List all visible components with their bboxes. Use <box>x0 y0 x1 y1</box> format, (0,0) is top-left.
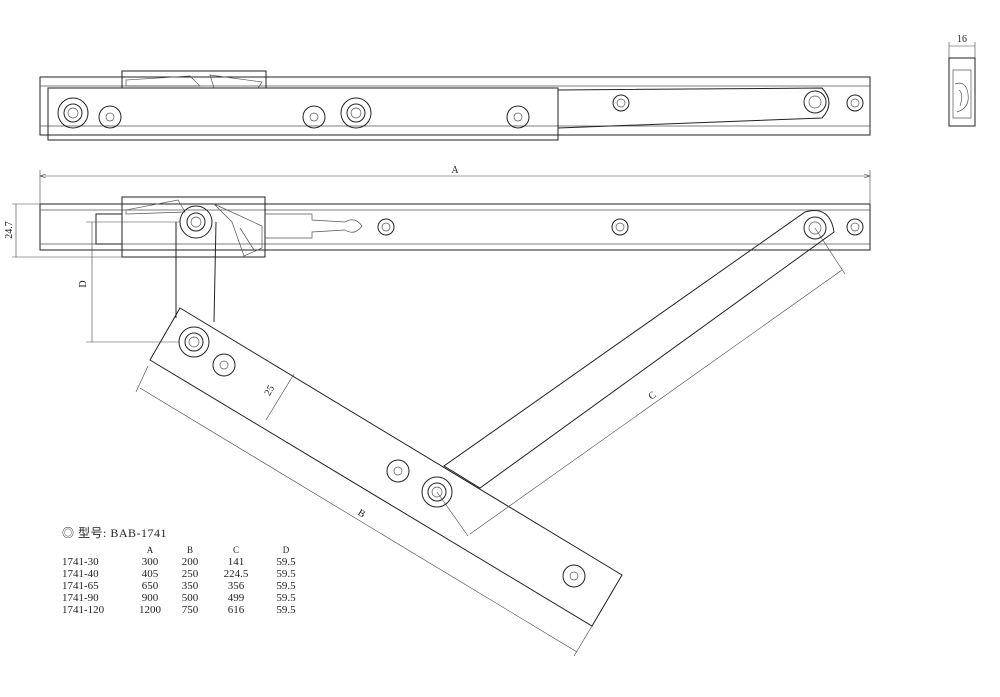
table-row: 1741-65 650 350 356 59.5 <box>62 580 308 592</box>
profile-section-view: 16 <box>948 34 976 127</box>
header-cell-b: B <box>186 545 193 555</box>
cell-model: 1741-90 <box>62 592 99 604</box>
table-row: 1741-30 300 200 141 59.5 <box>62 556 308 568</box>
cell-c: 141 <box>227 556 245 568</box>
dimension-lines: A 24.7 D 25 B C <box>4 165 871 657</box>
cell-d: 59.5 <box>276 556 296 568</box>
header-cell-d: D <box>282 545 290 555</box>
table-row: 1741-90 900 500 499 59.5 <box>62 592 308 604</box>
cell-c: 499 <box>227 592 245 604</box>
header-cell-c: C <box>232 545 239 555</box>
cell-d: 59.5 <box>276 568 296 580</box>
header-cell-model <box>62 545 128 556</box>
cell-model: 1741-65 <box>62 580 99 592</box>
cell-a: 650 <box>141 580 159 592</box>
dim-label-d: D <box>78 280 89 287</box>
cell-model: 1741-40 <box>62 568 99 580</box>
table-row: 1741-40 405 250 224.5 59.5 <box>62 568 308 580</box>
cell-a: 1200 <box>139 604 161 616</box>
cell-b: 200 <box>181 556 199 568</box>
dim-label-a: A <box>451 165 459 176</box>
model-number: BAB-1741 <box>110 526 168 540</box>
bullseye-icon: ◎ <box>62 526 75 540</box>
top-view-closed <box>39 70 871 141</box>
dim-label-height: 24.7 <box>4 221 15 239</box>
dim-profile-width: 16 <box>957 34 967 45</box>
dim-label-width: 25 <box>263 384 278 398</box>
cell-a: 405 <box>141 568 159 580</box>
cell-c: 616 <box>227 604 245 616</box>
dim-label-c: C <box>647 389 659 402</box>
table-row: 1741-120 1200 750 616 59.5 <box>62 604 308 616</box>
cell-d: 59.5 <box>276 592 296 604</box>
model-label: 型号: <box>78 526 107 540</box>
cell-b: 250 <box>181 568 199 580</box>
cell-d: 59.5 <box>276 604 296 616</box>
cell-c: 224.5 <box>223 568 249 580</box>
cell-b: 350 <box>181 580 199 592</box>
top-view-holes <box>57 90 864 129</box>
spec-table-block: ◎ 型号: BAB-1741 A B C D 1741-30 300 200 1… <box>62 524 308 616</box>
cell-d: 59.5 <box>276 580 296 592</box>
cell-model: 1741-30 <box>62 556 99 568</box>
cell-b: 500 <box>181 592 199 604</box>
dim-label-b: B <box>356 507 368 520</box>
open-view <box>39 196 871 627</box>
cell-model: 1741-120 <box>62 604 105 616</box>
cell-c: 356 <box>227 580 245 592</box>
header-cell-a: A <box>146 545 154 555</box>
cell-a: 300 <box>141 556 159 568</box>
spec-title: ◎ 型号: BAB-1741 <box>62 524 308 541</box>
spec-table: A B C D 1741-30 300 200 141 59.5 1741-40… <box>62 545 308 616</box>
cell-b: 750 <box>181 604 199 616</box>
cell-a: 900 <box>141 592 159 604</box>
spec-header-row: A B C D <box>62 545 308 556</box>
